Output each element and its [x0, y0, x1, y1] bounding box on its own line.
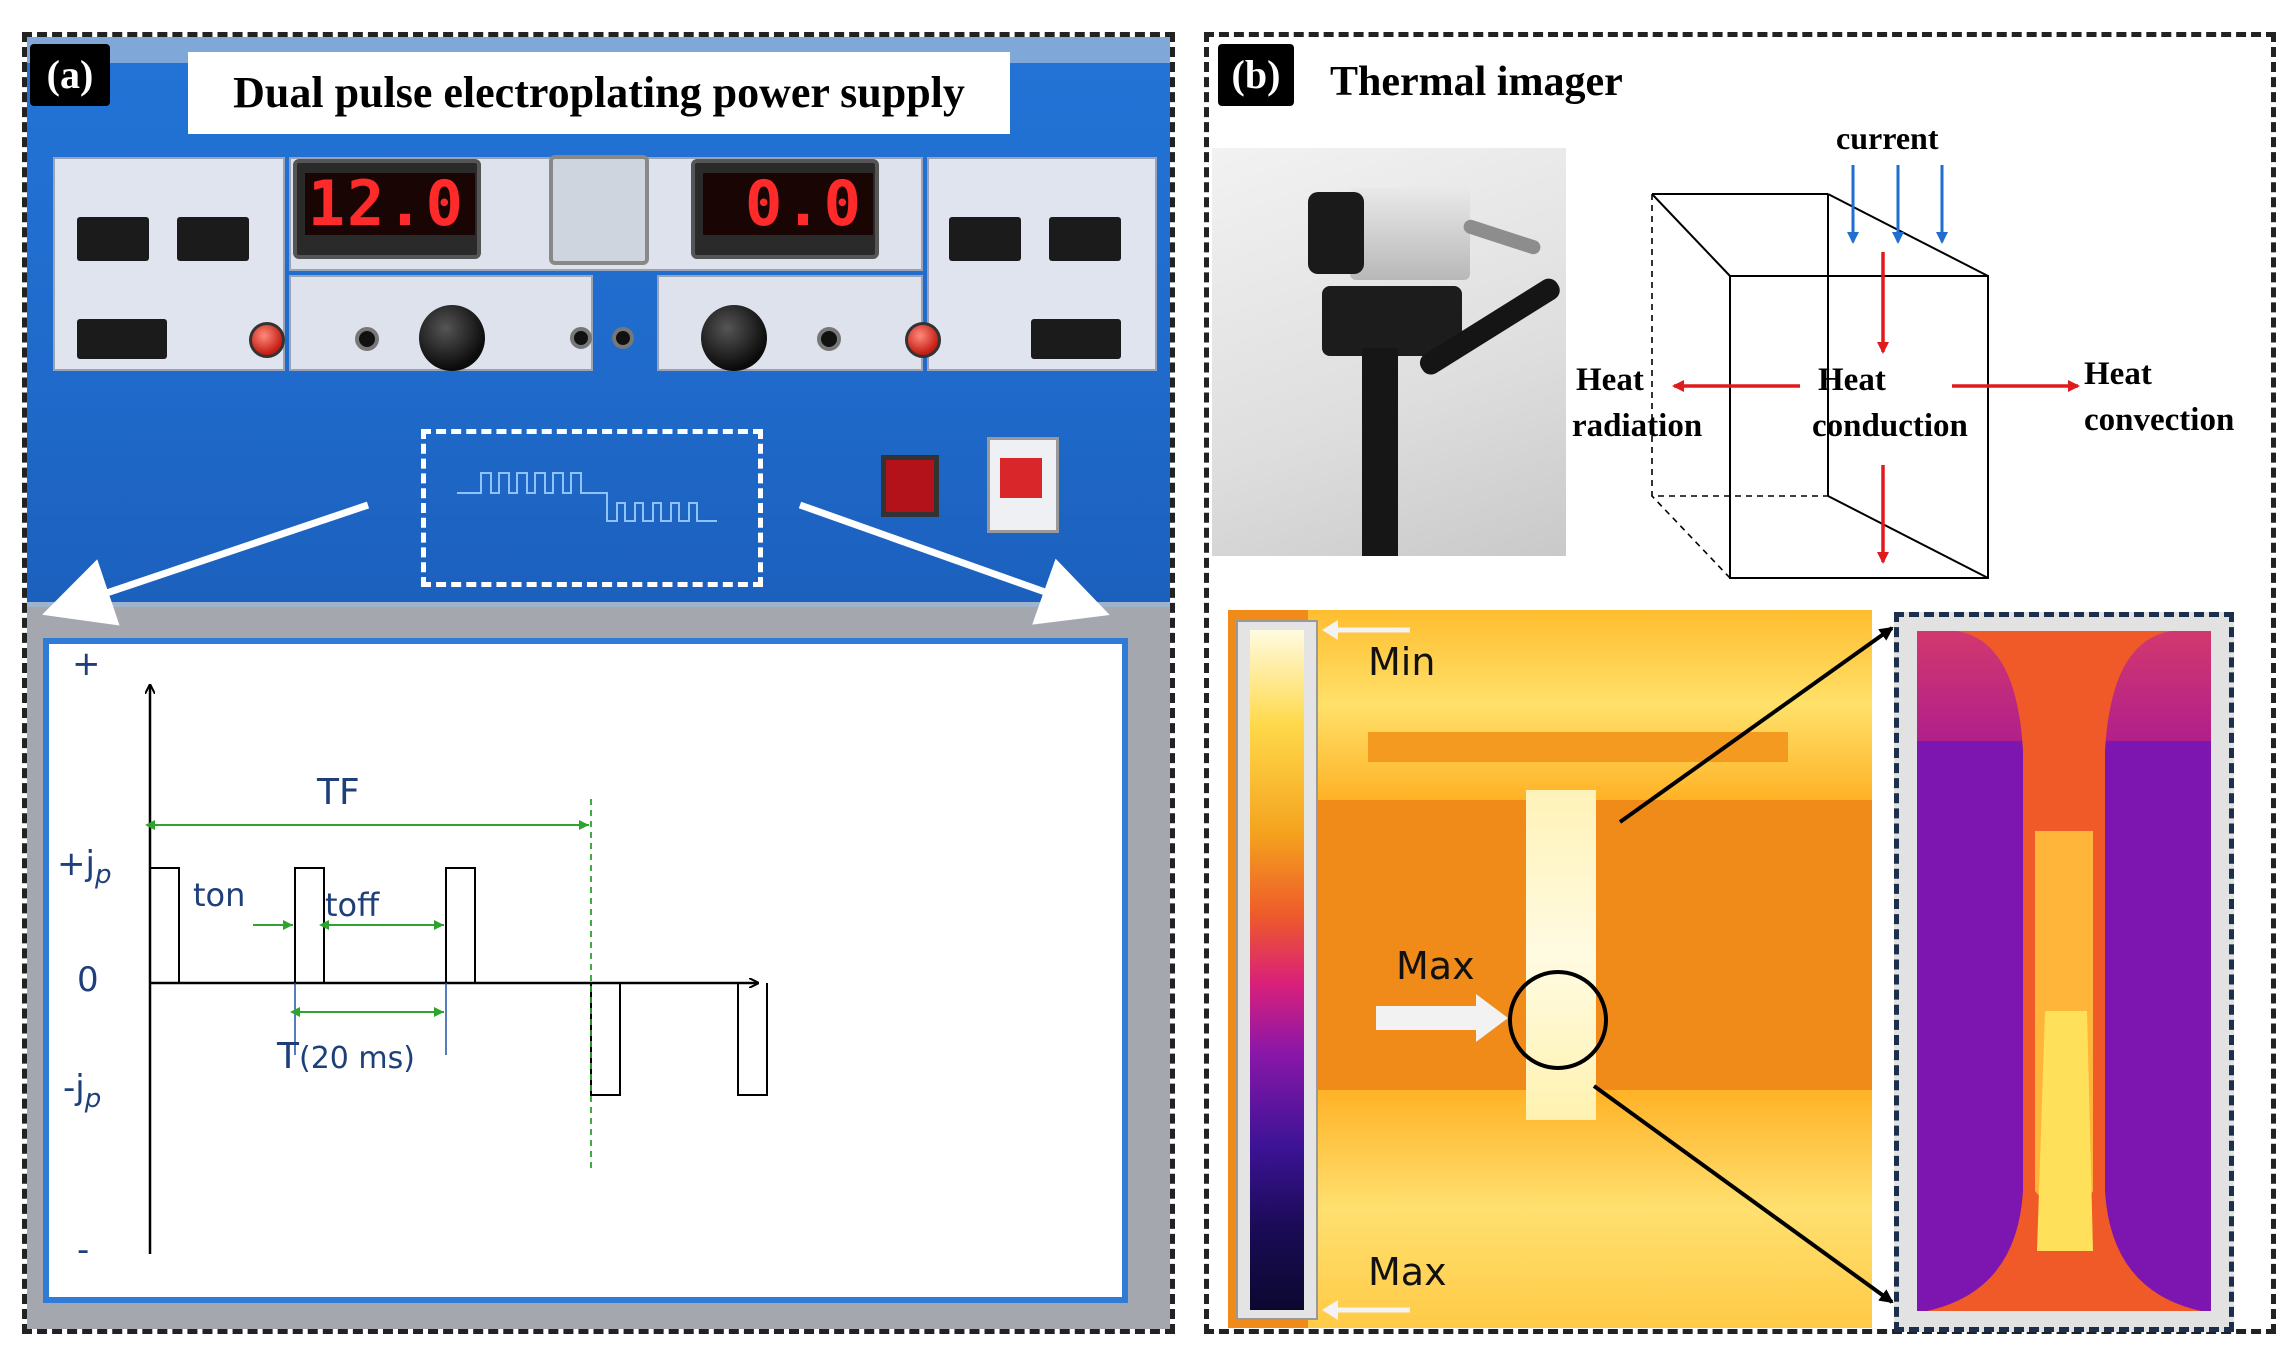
scale-min-label: Min [1368, 640, 1436, 684]
thermal-zoom-inset [1894, 612, 2234, 1332]
toff-label: toff [325, 886, 380, 924]
thermal-camera-photo [1212, 148, 1566, 556]
camera-body [1350, 188, 1470, 280]
timer-display [549, 155, 649, 265]
heat-convection-label-2: convection [2084, 402, 2235, 438]
zoom-arrows [42, 501, 1110, 626]
thermal-color-scale [1236, 620, 1318, 1320]
scale-pointers [1322, 620, 1410, 1320]
cube-front-face [1729, 275, 1989, 579]
period-label: T(20 ms) [277, 1036, 415, 1077]
thermal-upper-clamp [1308, 610, 1872, 800]
thermal-lower-clamp [1308, 1090, 1872, 1328]
red-button-right [905, 322, 941, 358]
positive-level-subscript: p [94, 859, 112, 890]
hotspot-arrow [1376, 994, 1508, 1042]
panel-a-frame [22, 32, 1175, 1334]
thermal-upper-clamp-shadow [1368, 732, 1788, 762]
negative-level-subscript: p [84, 1083, 102, 1114]
zoom-arrow-left [42, 501, 370, 626]
switch-block [949, 217, 1021, 261]
power-switch [881, 455, 939, 517]
positive-pulse [150, 867, 180, 983]
ton-label: ton [193, 876, 246, 914]
scale-max-pointer-head [1322, 1300, 1338, 1320]
heat-radiation-label-2: radiation [1572, 408, 1703, 444]
panel-b-title: Thermal imager [1330, 59, 1623, 105]
panel-a-title: Dual pulse electroplating power supply [188, 52, 1010, 134]
cube-back-hidden [1651, 194, 1828, 497]
switch-block [177, 217, 249, 261]
switch-block [77, 217, 149, 261]
period-value: (20 ms) [299, 1041, 415, 1076]
display-left-value: 12.0 [305, 173, 475, 235]
hotspot-arrow-svg [1376, 994, 1508, 1042]
knob-left [419, 305, 485, 371]
inset-neck-svg [1927, 631, 2201, 1311]
jack-center-1 [570, 327, 592, 349]
positive-pulse [445, 867, 476, 983]
current-label: current [1836, 120, 1939, 156]
zero-label: 0 [77, 960, 99, 1000]
lower-module-right [657, 275, 923, 371]
display-meter-right: 0.0 [691, 159, 879, 259]
y-plus-label: + [72, 644, 101, 684]
negative-level-label: -jp [63, 1068, 101, 1114]
red-button-left [249, 322, 285, 358]
heat-cube-diagram [1651, 165, 2080, 579]
panel-bottom-bezel [27, 602, 1170, 607]
panel-b-badge: (b) [1218, 44, 1294, 106]
waveform-diagram: + +jp 0 -jp - TF ton toff T(20 ms) [43, 638, 1128, 1303]
zoom-arrow-right [798, 501, 1110, 625]
display-right-value: 0.0 [703, 173, 873, 235]
negative-level-text: -j [63, 1068, 85, 1108]
negative-pulse [737, 983, 768, 1096]
switch-block [1049, 217, 1121, 261]
cube-edge [1651, 193, 1731, 277]
waveform-svg [145, 644, 768, 1254]
inset-link-arrow-top [1618, 626, 1894, 824]
camera-lens [1308, 192, 1364, 274]
cube-edge-hidden [1651, 495, 1731, 579]
cube-edge [1827, 193, 1989, 277]
jack-right [817, 327, 841, 351]
positive-level-label: +jp [57, 844, 111, 890]
waveform-highlight-box [421, 429, 763, 587]
y-minus-label: - [77, 1230, 90, 1270]
inset-link-arrow-bottom [1592, 1084, 1894, 1304]
tf-label: TF [317, 772, 360, 813]
circuit-breaker [987, 437, 1059, 533]
knob-right [701, 305, 767, 371]
heat-convection-label-1: Heat [2084, 356, 2152, 392]
panel-a-badge: (a) [30, 44, 110, 106]
positive-pulse [294, 867, 325, 983]
cube-edge [1827, 495, 1989, 579]
heat-conduction-label-1: Heat [1818, 362, 1886, 398]
switch-block [77, 319, 167, 359]
hotspot-circle [1508, 970, 1608, 1070]
inset-sample-hot [2037, 1011, 2093, 1251]
color-scale-gradient [1250, 630, 1304, 1310]
breaker-toggle [1000, 458, 1042, 498]
inset-link-arrows [1592, 626, 1894, 1304]
positive-level-text: +j [57, 844, 95, 884]
camera-cable [1461, 217, 1543, 257]
panel-waveform-print [457, 472, 717, 522]
period-symbol: T [277, 1036, 299, 1077]
tripod-pole [1362, 348, 1398, 556]
scale-min-pointer-head [1322, 620, 1338, 640]
heat-conduction-label-2: conduction [1812, 408, 1968, 444]
heat-radiation-label-1: Heat [1576, 362, 1644, 398]
display-meter-left: 12.0 [293, 159, 481, 259]
switch-block [1031, 319, 1121, 359]
hotspot-max-label: Max [1396, 944, 1475, 988]
jack-center-2 [612, 327, 634, 349]
inset-thermal-image [1917, 631, 2211, 1311]
jack-left [355, 327, 379, 351]
scale-max-label: Max [1368, 1250, 1447, 1294]
negative-pulse [590, 983, 621, 1096]
panel-b-frame [1204, 32, 2276, 1334]
